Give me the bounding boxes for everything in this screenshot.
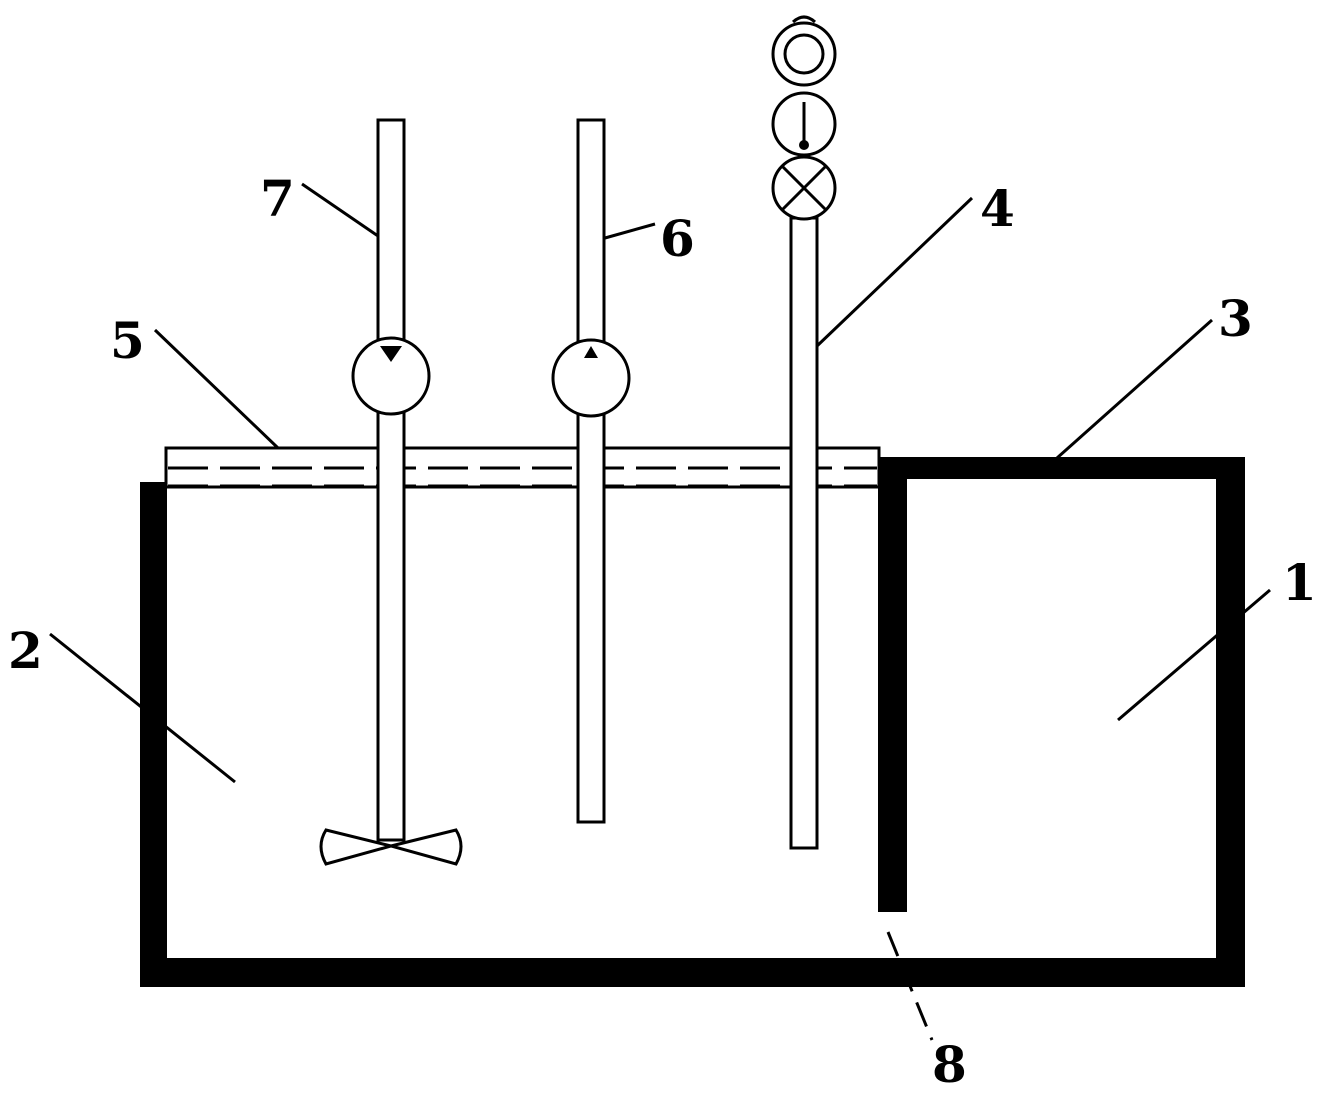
label-6: 6 <box>660 209 695 268</box>
cover-plate-outline <box>164 446 881 489</box>
pressure-gauge-inner <box>783 33 825 75</box>
thermometer-gauge-bulb <box>799 140 809 150</box>
stirrer-valve-arrow <box>380 346 402 362</box>
leader-7 <box>301 182 379 238</box>
tank-left-wall <box>140 482 167 987</box>
label-7: 7 <box>260 169 295 228</box>
label-2: 2 <box>8 621 43 680</box>
tank-right-wall <box>1216 457 1245 987</box>
label-5: 5 <box>110 311 145 370</box>
tank-bottom-wall <box>140 958 1245 987</box>
cover-plate <box>164 446 881 489</box>
leader-3 <box>1056 318 1213 460</box>
stirrer <box>319 118 463 866</box>
compartment-top-wall <box>878 457 1245 479</box>
inlet-pipe-valve-arrow <box>584 346 598 358</box>
leader-5 <box>153 328 280 450</box>
leader-8 <box>886 931 934 1041</box>
shutoff-valve-cross-b <box>780 164 828 212</box>
label-4: 4 <box>980 179 1015 238</box>
pressure-gauge-cap <box>791 15 817 24</box>
label-1: 1 <box>1282 553 1317 612</box>
leader-6 <box>604 222 656 240</box>
inlet-pipe-lower <box>576 408 606 824</box>
leader-1 <box>1117 588 1271 722</box>
stirrer-rod-upper <box>376 118 406 344</box>
inlet-pipe-valve <box>551 338 631 418</box>
part-labels: 1 2 3 4 5 6 7 8 <box>8 169 1317 1094</box>
tank <box>140 457 1245 987</box>
partition-wall <box>878 457 907 912</box>
stirrer-rod-lower <box>376 408 406 842</box>
leader-4 <box>815 196 974 348</box>
label-3: 3 <box>1218 289 1253 348</box>
leader-2 <box>49 632 236 784</box>
stirrer-impeller <box>319 828 463 866</box>
gas-pipe-body <box>789 216 819 850</box>
inlet-pipe <box>551 118 631 824</box>
stirrer-valve <box>351 336 431 416</box>
label-8: 8 <box>932 1035 967 1094</box>
gas-pipe <box>771 15 837 850</box>
inlet-pipe-upper <box>576 118 606 344</box>
leader-lines <box>49 182 1271 1041</box>
